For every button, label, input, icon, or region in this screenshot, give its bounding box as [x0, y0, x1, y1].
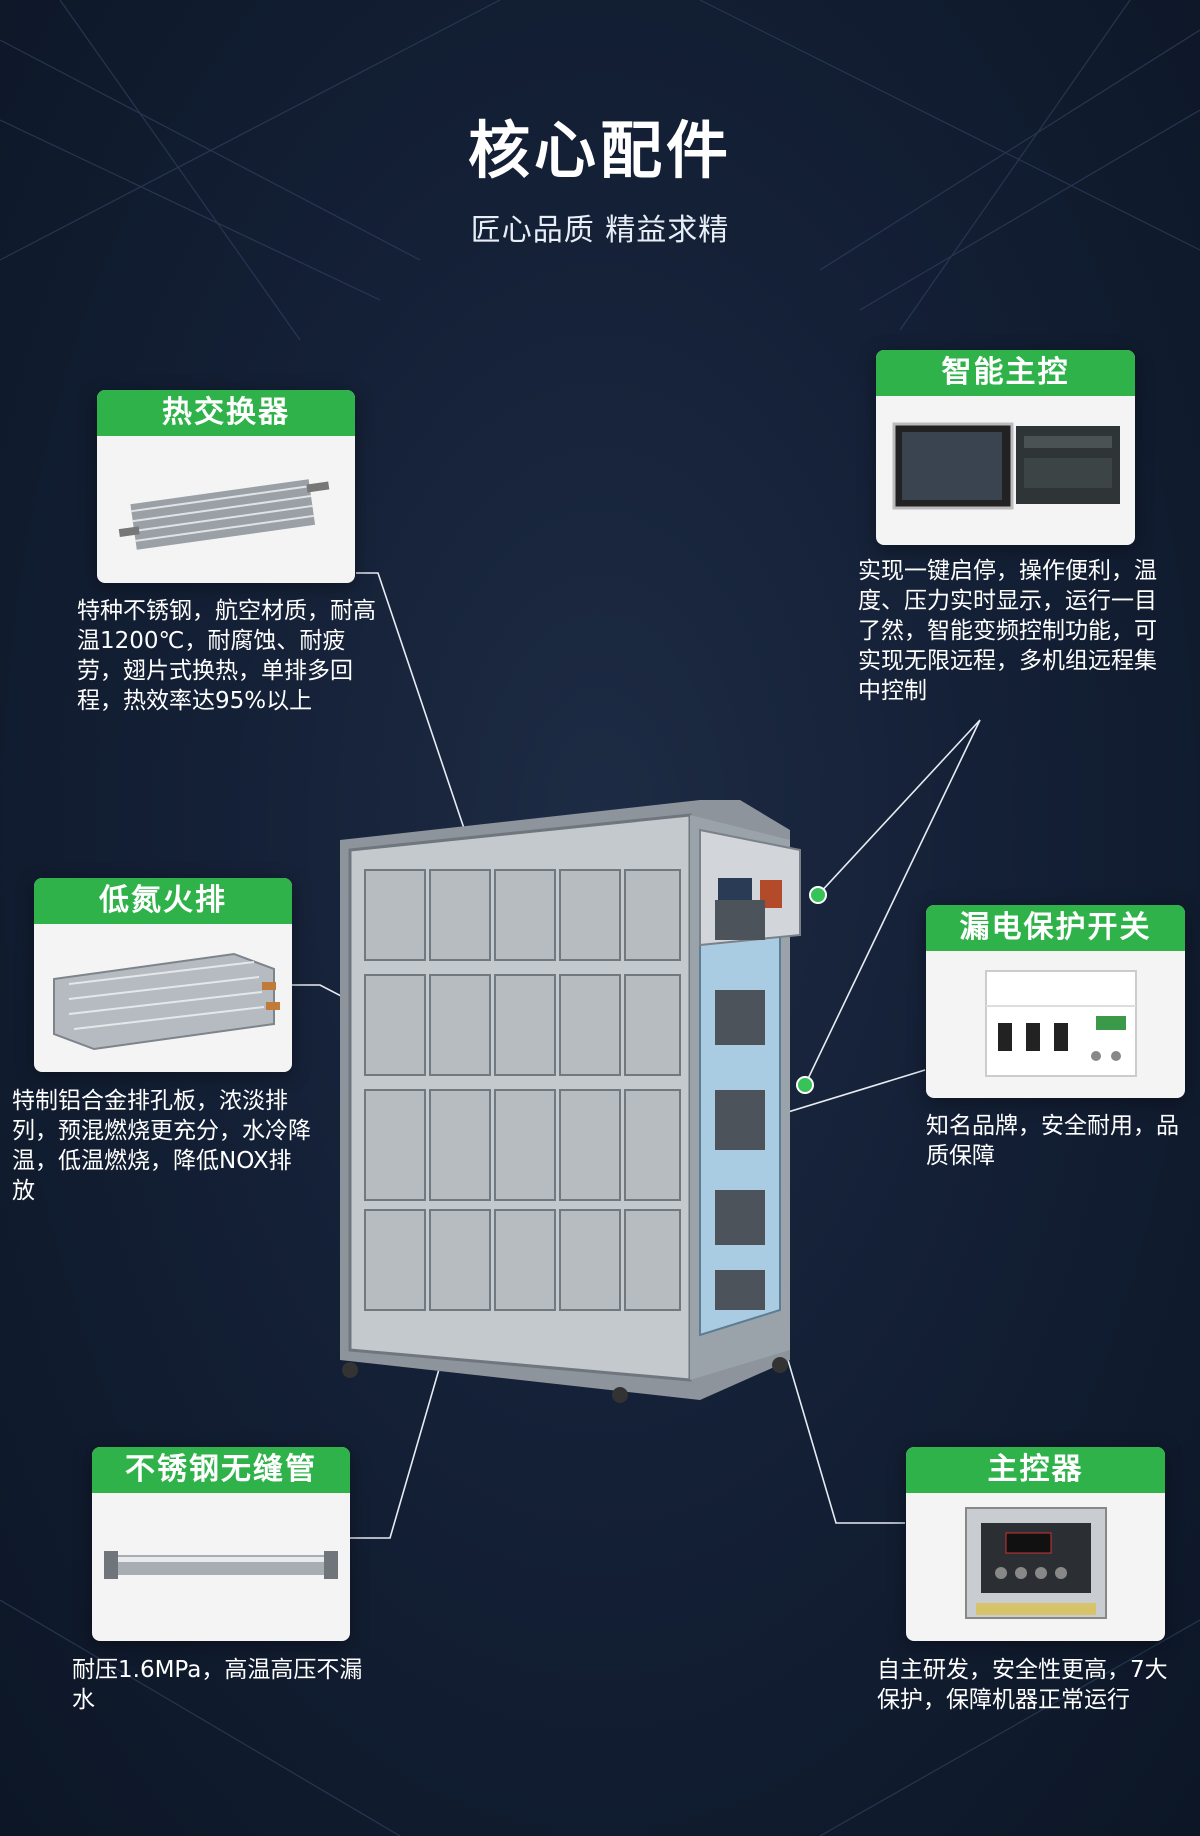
main-controller-title: 主控器: [906, 1447, 1165, 1493]
seamless-pipe-title: 不锈钢无缝管: [92, 1447, 350, 1493]
leakage-switch-image: [985, 970, 1137, 1077]
low-nox-burner-desc: 特制铝合金排孔板，浓淡排列，预混燃烧更充分，水冷降温，低温燃烧，降低NOX排放: [12, 1088, 311, 1204]
leakage-switch-card: 漏电保护开关: [926, 905, 1185, 1098]
smart-control-desc: 实现一键启停，操作便利，温度、压力实时显示，运行一目了然，智能变频控制功能，可实…: [858, 558, 1157, 704]
page-title: 核心配件: [467, 114, 732, 187]
seamless-pipe-desc: 耐压1.6MPa，高温高压不漏水: [72, 1657, 363, 1713]
heat-exchanger-card: 热交换器: [97, 390, 355, 583]
water-heater-unit-illustration: [340, 800, 801, 1403]
main-controller-desc: 自主研发，安全性更高，7大保护，保障机器正常运行: [877, 1657, 1168, 1713]
heat-exchanger-image: [118, 479, 330, 550]
seamless-pipe-card: 不锈钢无缝管: [92, 1447, 350, 1641]
leakage-switch-desc: 知名品牌，安全耐用，品质保障: [926, 1113, 1179, 1169]
leakage-switch-title: 漏电保护开关: [926, 905, 1185, 951]
low-nox-burner-card: 低氮火排: [34, 878, 292, 1072]
low-nox-burner-image: [53, 952, 280, 1051]
seamless-pipe-image: [104, 1551, 338, 1579]
smart-control-card: 智能主控: [876, 350, 1135, 545]
smart-control-image: [892, 422, 1120, 510]
page-subtitle: 匠心品质 精益求精: [470, 213, 730, 248]
main-controller-card: 主控器: [906, 1447, 1165, 1641]
heat-exchanger-desc: 特种不锈钢，航空材质，耐高温1200℃，耐腐蚀、耐疲劳，翅片式换热，单排多回程，…: [77, 598, 376, 714]
main-controller-image: [965, 1507, 1107, 1619]
smart-control-title: 智能主控: [876, 350, 1135, 396]
heat-exchanger-title: 热交换器: [97, 390, 355, 436]
low-nox-burner-title: 低氮火排: [34, 878, 292, 924]
